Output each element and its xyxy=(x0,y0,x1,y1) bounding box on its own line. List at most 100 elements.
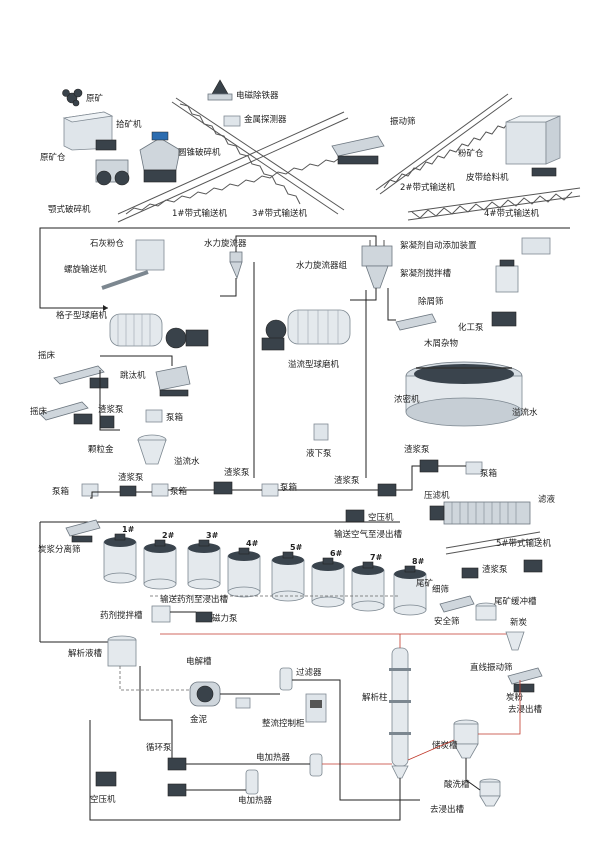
pump-box-2-icon xyxy=(81,483,99,497)
carbon-slurry-screen-label: 炭浆分离筛 xyxy=(38,544,81,555)
conveyor-2-truss xyxy=(375,93,513,195)
metal-detector-icon xyxy=(223,115,241,127)
linear-vibrating-screen-label: 直线振动筛 xyxy=(470,662,513,673)
leach-tank-number: 5# xyxy=(290,543,303,552)
buffer-tank-icon xyxy=(475,602,497,621)
pump-box-5-label: 泵箱 xyxy=(480,468,498,479)
leach-tank-number: 3# xyxy=(206,531,219,540)
pipe-cyclone-top xyxy=(235,235,377,252)
linear-vibrating-screen-icon xyxy=(507,667,543,693)
desorption-column-label: 解析柱 xyxy=(362,692,388,703)
to-leach-tank-2-label: 去浸出槽 xyxy=(430,804,465,815)
pipe-elution-bottom xyxy=(89,720,401,821)
feed-line xyxy=(39,227,570,309)
flocculant-tank-label: 絮凝剂搅拌槽 xyxy=(400,268,452,279)
iron-remover-icon xyxy=(207,79,233,101)
air-compressor-2-label: 空压机 xyxy=(90,794,116,805)
screw-conveyor-icon xyxy=(101,270,149,290)
pipe-gravity-left xyxy=(99,370,120,431)
pipe-storage-screen xyxy=(478,680,521,735)
leach-tank: 5# xyxy=(271,543,305,602)
circulation-pump-2-icon xyxy=(167,783,187,797)
belt-feeder-label: 皮带给料机 xyxy=(466,172,509,183)
leach-tank: 7# xyxy=(351,553,385,612)
pipe-to-screen xyxy=(387,288,396,321)
conveyor-1-label: 1#带式输送机 xyxy=(172,208,228,219)
magnetic-pump-label: 磁力泵 xyxy=(212,613,238,624)
air-compressor-2-icon xyxy=(95,771,117,787)
carbon-fines-label: 炭粉 xyxy=(506,692,524,703)
air-compressor-1-icon xyxy=(345,509,365,523)
conveyor-3-truss xyxy=(171,97,345,215)
vibrating-screen-label: 振动筛 xyxy=(390,116,416,127)
slurry-pump-3-icon xyxy=(213,481,233,495)
jaw-crusher-label: 颚式破碎机 xyxy=(48,204,91,215)
buffer-tank-label: 尾矿缓冲槽 xyxy=(494,596,537,607)
electrolytic-cell-icon xyxy=(189,681,221,707)
conveyor-5-label: 5#带式输送机 xyxy=(496,538,552,549)
underflow-pump-label: 液下泵 xyxy=(306,448,332,459)
pipe-cyclone-group xyxy=(350,288,377,301)
flocculant-dosing-label: 絮凝剂自动添加装置 xyxy=(400,240,477,251)
thickener-label: 浓密机 xyxy=(394,394,420,405)
filter-press-label: 压滤机 xyxy=(424,490,450,501)
pump-box-1-label: 泵箱 xyxy=(166,412,184,423)
new-carbon-label: 新炭 xyxy=(510,617,528,628)
grid-ball-mill-label: 格子型球磨机 xyxy=(56,310,108,321)
hydrocyclone-icon xyxy=(229,251,243,280)
pump-box-1-icon xyxy=(145,409,163,423)
conveyor-2-label: 2#带式输送机 xyxy=(400,182,456,193)
pipe-gravity-top xyxy=(100,355,173,366)
pipe-storage-acid xyxy=(465,758,481,791)
circulation-pump-icon xyxy=(167,757,187,771)
pipe-column-storage xyxy=(407,739,455,761)
leach-tank-number: 2# xyxy=(162,531,175,540)
flocculant-tank-icon xyxy=(495,259,519,293)
pump-box-5-icon xyxy=(465,461,483,475)
pipe-elution-left xyxy=(139,666,173,758)
raw-ore-bin-label: 原矿仓 xyxy=(40,152,66,163)
electrolytic-cell-label: 电解槽 xyxy=(186,656,212,667)
filter-icon xyxy=(279,667,293,691)
shaking-table-2-icon xyxy=(39,401,93,425)
to-leach-tank-1-label: 去浸出槽 xyxy=(508,704,543,715)
rectifier-cabinet-label: 整流控制柜 xyxy=(262,718,305,729)
slurry-pump-6-icon xyxy=(461,567,479,579)
electric-heater-1-icon xyxy=(309,753,323,777)
carbon-storage-label: 储炭槽 xyxy=(432,740,458,751)
slurry-pump-1-icon xyxy=(99,415,115,429)
hydrocyclone-group-label: 水力旋流器组 xyxy=(296,260,348,271)
tailings-label: 尾矿 xyxy=(416,578,434,589)
conveyor-3-label: 3#带式输送机 xyxy=(252,208,308,219)
shaking-table-1-label: 摇床 xyxy=(38,350,56,361)
reagent-tank-label: 药剂搅拌槽 xyxy=(100,610,143,621)
vibrating-screen-icon xyxy=(331,135,385,165)
underflow-pump-icon xyxy=(313,423,329,441)
picking-machine-label: 拾矿机 xyxy=(116,119,142,130)
slurry-pump-6-label: 渣浆泵 xyxy=(482,564,508,575)
pump-box-3-label: 泵箱 xyxy=(170,486,188,497)
conveyor-4-label: 4#带式输送机 xyxy=(484,208,540,219)
slurry-pump-2-icon xyxy=(119,485,137,497)
reagent-to-leach-label: 输送药剂至浸出槽 xyxy=(160,594,229,605)
powder-bin-label: 粉矿仓 xyxy=(458,148,484,159)
overflow-water-2-label: 溢流水 xyxy=(512,407,538,418)
slurry-pump-4-label: 渣浆泵 xyxy=(334,475,360,486)
trash-screen-icon xyxy=(395,313,437,331)
jig-icon xyxy=(155,365,191,397)
wood-chips-label: 木屑杂物 xyxy=(424,338,459,349)
new-carbon-icon xyxy=(505,631,525,651)
conveyor-4-truss xyxy=(407,187,581,221)
filter-label: 过滤器 xyxy=(296,667,322,678)
pump-box-3-icon xyxy=(151,483,169,497)
gold-mud-box-icon xyxy=(235,697,251,709)
thickener-icon xyxy=(405,361,523,427)
slurry-pump-5-label: 渣浆泵 xyxy=(404,444,430,455)
metal-detector-label: 金属探测器 xyxy=(244,114,287,125)
shaking-table-1-icon xyxy=(53,365,109,389)
safety-screen-label: 安全筛 xyxy=(434,616,460,627)
reagent-tank-icon xyxy=(151,605,171,623)
leach-tank: 8# xyxy=(393,557,427,616)
leach-tank-number: 6# xyxy=(330,549,343,558)
pipe-tank-cell xyxy=(119,666,190,691)
